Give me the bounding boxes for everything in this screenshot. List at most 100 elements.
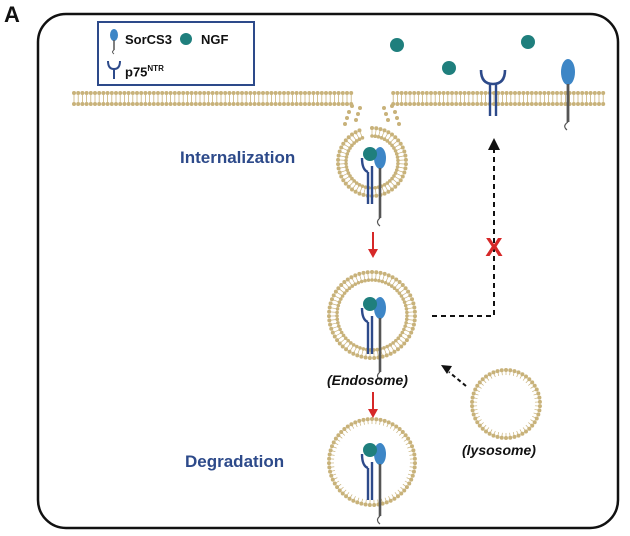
lipid-head: [354, 139, 359, 143]
lipid-head: [385, 344, 389, 349]
lipid-head: [529, 91, 534, 95]
lipid-head: [350, 104, 354, 108]
lipid-tail: [522, 427, 527, 432]
lipid-head: [341, 333, 346, 338]
lipid-head: [402, 327, 406, 332]
degradation-vesicle: [327, 417, 417, 507]
lipid-head: [193, 91, 198, 95]
lipid-tail: [493, 430, 496, 436]
lipid-head: [416, 102, 421, 106]
lipid-head: [555, 102, 559, 106]
lipid-head: [130, 102, 135, 106]
lipid-head: [72, 102, 76, 106]
lipid-head: [508, 102, 513, 106]
lipid-head: [550, 102, 555, 106]
ngf-bound: [363, 443, 377, 457]
lipid-head: [601, 102, 606, 106]
lipid-tail: [407, 445, 413, 449]
lipid-tail: [356, 497, 360, 503]
lipid-head: [420, 102, 425, 106]
lipid-tail: [406, 477, 412, 481]
lipid-head: [76, 102, 81, 106]
lipid-tail: [345, 492, 350, 497]
lipid-head: [109, 91, 114, 95]
lipid-head: [172, 102, 177, 106]
lipid-head: [441, 91, 446, 95]
lipid-head: [375, 347, 380, 352]
lipid-head: [231, 102, 236, 106]
lipid-tail: [401, 434, 406, 439]
lipid-head: [135, 91, 139, 95]
lipid-tail: [353, 496, 356, 501]
lipid-head: [356, 280, 361, 285]
lipid-head: [336, 102, 341, 106]
lipid-head: [210, 102, 215, 106]
p75-legend-icon: [107, 60, 121, 79]
lipid-head: [392, 286, 397, 290]
lipid-head: [403, 102, 408, 106]
panel-letter: A: [4, 2, 20, 27]
lipid-tail: [407, 473, 413, 477]
lipid-head: [360, 184, 365, 188]
lipid-head: [403, 303, 408, 308]
lipid-head: [256, 102, 261, 106]
lipid-head: [343, 122, 347, 126]
lipid-head: [429, 91, 433, 95]
lipid-tail: [528, 382, 533, 386]
lipid-head: [398, 333, 403, 338]
lipid-head: [405, 314, 409, 318]
lipid-head: [189, 91, 194, 95]
lipid-tail: [338, 434, 343, 439]
lipid-head: [525, 102, 530, 106]
lipid-head: [580, 102, 585, 106]
lipid-tail: [512, 432, 515, 438]
lipid-tail: [497, 432, 500, 438]
lipid-tail: [477, 419, 482, 423]
lipid-head: [405, 310, 409, 315]
lipid-head: [160, 102, 165, 106]
lipid-head: [433, 91, 438, 95]
lipid-head: [370, 134, 374, 138]
endosome-vesicle: [327, 270, 417, 360]
lipid-head: [379, 136, 384, 140]
lipid-head: [227, 91, 232, 95]
lipid-tail: [525, 378, 530, 384]
surface-sorcs3: [561, 59, 575, 131]
lipid-head: [345, 288, 349, 293]
lipid-head: [122, 91, 127, 95]
lipid-head: [450, 91, 454, 95]
lipid-head: [282, 91, 286, 95]
lipid-head: [177, 91, 181, 95]
lipid-head: [88, 91, 93, 95]
lipid-head: [348, 174, 352, 178]
lipid-head: [261, 91, 265, 95]
endosome-label: (Endosome): [327, 372, 408, 388]
lipid-head: [563, 102, 568, 106]
lipid-tail: [509, 432, 511, 438]
lipid-head: [588, 91, 593, 95]
p75-arm: [360, 453, 369, 470]
lipid-tail: [404, 480, 410, 484]
lipid-head: [351, 343, 356, 347]
lipid-head: [336, 320, 340, 325]
lipid-head: [130, 91, 135, 95]
lipid-head: [408, 102, 412, 106]
lipid-head: [235, 102, 240, 106]
lipid-tail: [482, 424, 487, 430]
lipid-head: [319, 91, 324, 95]
vesicles-layer: [327, 126, 542, 507]
lipid-head: [252, 102, 257, 106]
lipid-head: [400, 330, 405, 335]
lipid-tail: [479, 382, 484, 386]
lipid-head: [337, 324, 341, 328]
lipid-head: [340, 102, 345, 106]
p75-arms: [479, 69, 507, 86]
lipid-head: [354, 181, 359, 185]
lipid-head: [101, 102, 106, 106]
lipid-tail: [334, 480, 340, 484]
lipid-tail: [403, 438, 409, 442]
lipid-tail: [489, 429, 493, 434]
lipid-head: [385, 181, 390, 185]
lipid-tail: [501, 432, 503, 438]
lipid-head: [363, 185, 368, 189]
